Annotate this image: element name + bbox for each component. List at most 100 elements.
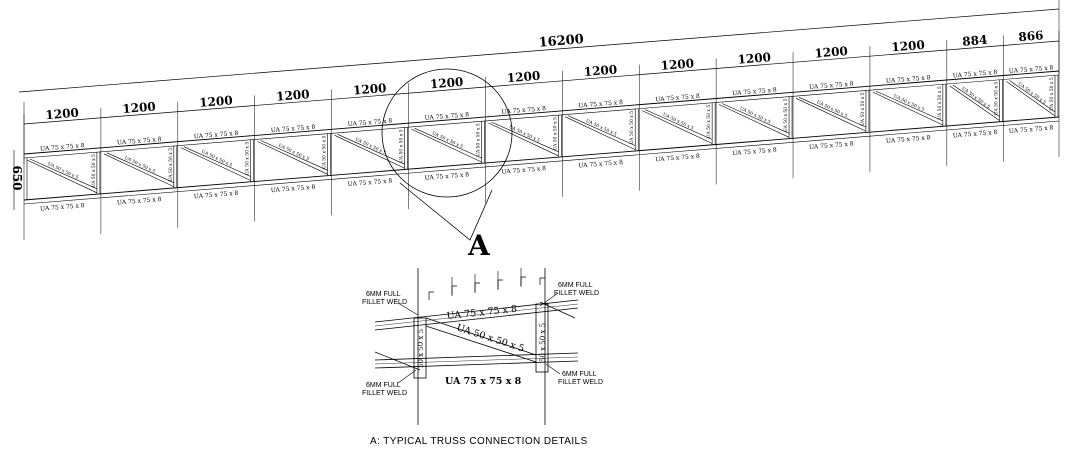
top-chord-label: UA 75 x 75 x 8: [1009, 64, 1054, 75]
diagonal-member: [183, 146, 251, 177]
diagonal-label: UA 50 x 50 x 5: [1017, 81, 1048, 106]
detail-caption: A: TYPICAL TRUSS CONNECTION DETAILS: [370, 436, 588, 447]
diagonal-member: [337, 134, 405, 165]
truss-annotations: 1200 UA 75 x 75 x 8 UA 75 x 75 x 8 UA 50 x …: [40, 28, 1055, 212]
weld-note-bottom-right-line2: FILLET WELD: [558, 379, 603, 386]
vertical-label: UA 50 x 50 x 5: [1049, 77, 1055, 111]
detail-vertical-right-label: 50 x 50 x 5: [539, 323, 547, 362]
panel-dimension-label: 1200: [199, 93, 233, 110]
bottom-chord-label: UA 75 x 75 x 8: [809, 140, 854, 151]
diagonal-label: UA 50 x 50 x 5: [585, 118, 618, 138]
diagonal-label: UA 50 x 50 x 5: [431, 130, 464, 150]
top-chord-label: UA 75 x 75 x 8: [655, 93, 700, 104]
connection-detail: [374, 268, 579, 425]
top-chord-label: UA 75 x 75 x 8: [117, 136, 162, 147]
detail-marker-label: A: [467, 229, 491, 262]
vertical-label: UA 50 x 50 x 5: [937, 86, 943, 120]
vertical-label: UA 50 x 50 x 5: [91, 154, 97, 188]
diagonal-member: [26, 159, 98, 194]
weld-note-bottom-left-line2: FILLET WELD: [362, 390, 407, 397]
diagonal-member: [260, 140, 328, 171]
panel-dimension-label: 1200: [660, 56, 694, 73]
panel-dimension-label: 1200: [506, 69, 540, 86]
detail-vertical-left-label: 50 x 50 x 5: [417, 329, 425, 368]
weld-note-bottom-right-line1: 6MM FULL: [562, 371, 597, 378]
diagonal-member: [645, 109, 713, 140]
diagonal-member: [565, 116, 636, 150]
weld-note-top-left-line1: 6MM FULL: [366, 291, 401, 298]
vertical-label: UA 50 x 50 x 5: [245, 142, 251, 176]
vertical-label: UA 50 x 50 x 5: [629, 111, 635, 145]
top-chord-label: UA 75 x 75 x 8: [194, 130, 239, 141]
bottom-chord-inner: [23, 120, 1060, 205]
diagonal-label: UA 50 x 50 x 5: [960, 86, 991, 110]
diagonal-member: [719, 104, 790, 138]
diagonal-member: [642, 110, 713, 144]
top-chord-label: UA 75 x 75 x 8: [578, 99, 623, 110]
bottom-chord-label: UA 75 x 75 x 8: [578, 159, 623, 170]
bottom-chord-label: UA 75 x 75 x 8: [732, 147, 777, 158]
detail-callout: [381, 68, 513, 241]
vertical-label: UA 50 x 50 x 5: [706, 105, 712, 139]
top-chord-inner: [23, 74, 1060, 159]
bottom-chord-label: UA 75 x 75 x 8: [501, 165, 546, 176]
diagonal-member: [1006, 81, 1056, 117]
diagonal-member: [106, 152, 174, 183]
panel-dimension-label: 1200: [122, 99, 156, 116]
diagonal-member: [568, 115, 636, 146]
diagonal-member: [491, 121, 559, 153]
overall-dimension-line: [18, 8, 1060, 93]
vertical-label: UA 50 x 50 x 5: [475, 123, 481, 157]
bottom-chord-label: UA 75 x 75 x 8: [117, 196, 162, 207]
diagonal-member: [722, 103, 790, 134]
diagonal-member: [414, 127, 482, 159]
vertical-label: UA 50 x 50 x 5: [994, 82, 1000, 116]
diagonal-label: UA 50 x 50 x 5: [277, 143, 310, 163]
bottom-chord-label: UA 75 x 75 x 8: [886, 134, 931, 145]
diagonal-member: [334, 135, 405, 169]
top-chord-label: UA 75 x 75 x 8: [271, 124, 316, 135]
diagonal-member: [488, 122, 559, 157]
weld-note-top-right-line2: FILLET WELD: [554, 290, 599, 297]
top-chord-label: UA 75 x 75 x 8: [424, 111, 469, 122]
panel-dimension-label: 1200: [429, 75, 463, 92]
overall-length-dimension: 16200: [538, 32, 584, 51]
diagonal-member: [949, 85, 1000, 121]
detail-diagonal-label: UA 50 x 50 x 5: [455, 322, 526, 354]
diagonal-member: [795, 98, 867, 132]
diagonal-member: [103, 153, 174, 187]
bottom-chord-label: UA 75 x 75 x 8: [655, 153, 700, 164]
detail-callout-leader: [399, 182, 493, 241]
diagonal-member: [29, 158, 98, 190]
diagonal-member: [257, 141, 328, 175]
vertical-label: UA 50 x 50 x 5: [322, 135, 328, 169]
bottom-chord-outer: [23, 116, 1060, 201]
bottom-chord-label: UA 75 x 75 x 8: [1009, 124, 1054, 135]
diagonal-member: [875, 90, 943, 122]
diagonal-label: UA 50 x 50 x 5: [662, 112, 695, 132]
diagonal-label: UA 50 x 50 x 5: [816, 99, 849, 119]
panel-dimension-line: [23, 40, 1060, 125]
diagonal-label: UA 50 x 50 x 5: [46, 161, 79, 181]
truss-depth-dimension: 650: [10, 165, 24, 190]
vertical-label: UA 50 x 50 x 5: [860, 92, 866, 126]
detail-diagonal-line: [425, 325, 537, 363]
detail-bottom-chord-line: [374, 352, 579, 361]
panel-dimension-label: 866: [1018, 28, 1044, 44]
panel-dimension-label: 1200: [737, 50, 771, 67]
diagonal-member: [952, 84, 1000, 117]
weld-note-bottom-left-line1: 6MM FULL: [366, 382, 401, 389]
panel-dimension-label: 1200: [814, 44, 848, 61]
truss-elevation: [13, 0, 1060, 240]
top-chord-label: UA 75 x 75 x 8: [953, 69, 998, 80]
top-chord-label: UA 75 x 75 x 8: [501, 105, 546, 116]
panel-dimension-label: 1200: [353, 81, 387, 98]
bottom-chord-label: UA 75 x 75 x 8: [953, 129, 998, 140]
top-chord-label: UA 75 x 75 x 8: [40, 142, 85, 153]
top-chord-label: UA 75 x 75 x 8: [886, 74, 931, 85]
panel-dimension-label: 1200: [583, 62, 617, 79]
bottom-chord-label: UA 75 x 75 x 8: [347, 177, 392, 188]
vertical-label: UA 50 x 50 x 5: [168, 148, 174, 182]
vertical-label: UA 50 x 50 x 5: [552, 117, 558, 151]
diagonal-member: [872, 91, 943, 126]
